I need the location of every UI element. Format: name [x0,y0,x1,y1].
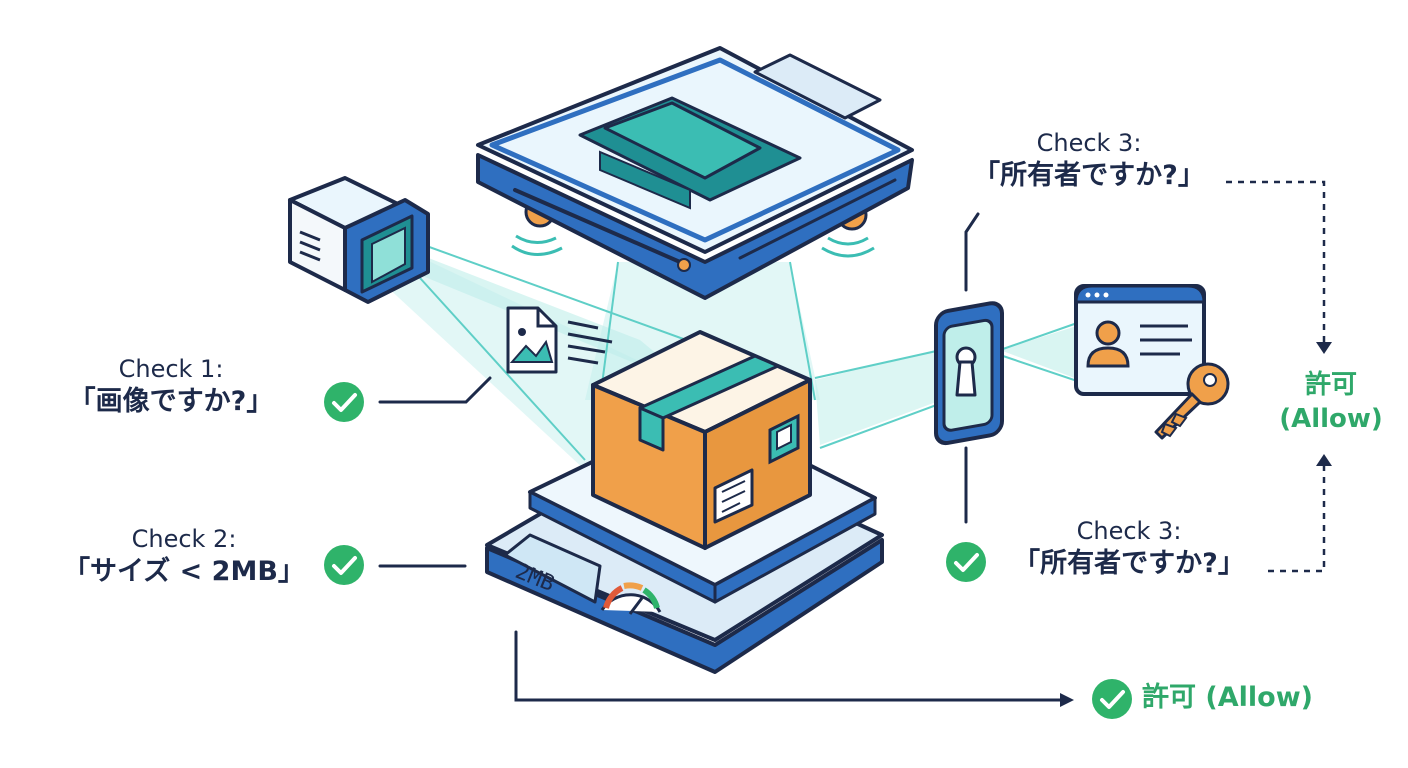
id-card [1074,284,1206,396]
arrowhead-up [1316,454,1332,466]
image-file-icon [506,306,613,374]
check1-question: 「画像ですか?」 [68,386,274,417]
check3-top-question: 「所有者ですか?」 [973,160,1205,191]
check3-bottom-question: 「所有者ですか?」 [1013,548,1245,579]
check3-top-label: Check 3: 「所有者ですか?」 [958,128,1220,194]
allow-right-line1: 許可 [1304,370,1357,400]
top-scanner [476,46,914,300]
allow-right-line2: (Allow) [1279,404,1383,434]
connector-lines [378,212,1074,707]
check2-title: Check 2: [131,525,237,553]
check3-top-title: Check 3: [1036,129,1142,157]
check2-question: 「サイズ < 2MB」 [63,556,305,587]
key-icon [1154,362,1230,440]
package-box [591,330,812,550]
allow-badge-icon [1092,679,1132,719]
check3-badge-icon [946,542,986,582]
check2-badge-icon [324,545,364,585]
lock-panel [934,301,1004,446]
check1-title: Check 1: [118,355,224,383]
check1-badge-icon [324,382,364,422]
check1-label: Check 1: 「画像ですか?」 [58,354,284,420]
dashed-connectors [1226,180,1326,573]
check2-label: Check 2: 「サイズ < 2MB」 [58,524,310,590]
allow-outcome-bottom: 許可 (Allow) [1142,682,1313,713]
check3-bottom-title: Check 3: [1076,517,1182,545]
left-camera [288,176,430,304]
allow-outcome-right: 許可 (Allow) [1268,368,1394,436]
check3-bottom-label: Check 3: 「所有者ですか?」 [994,516,1264,582]
arrowhead-down [1316,342,1332,354]
